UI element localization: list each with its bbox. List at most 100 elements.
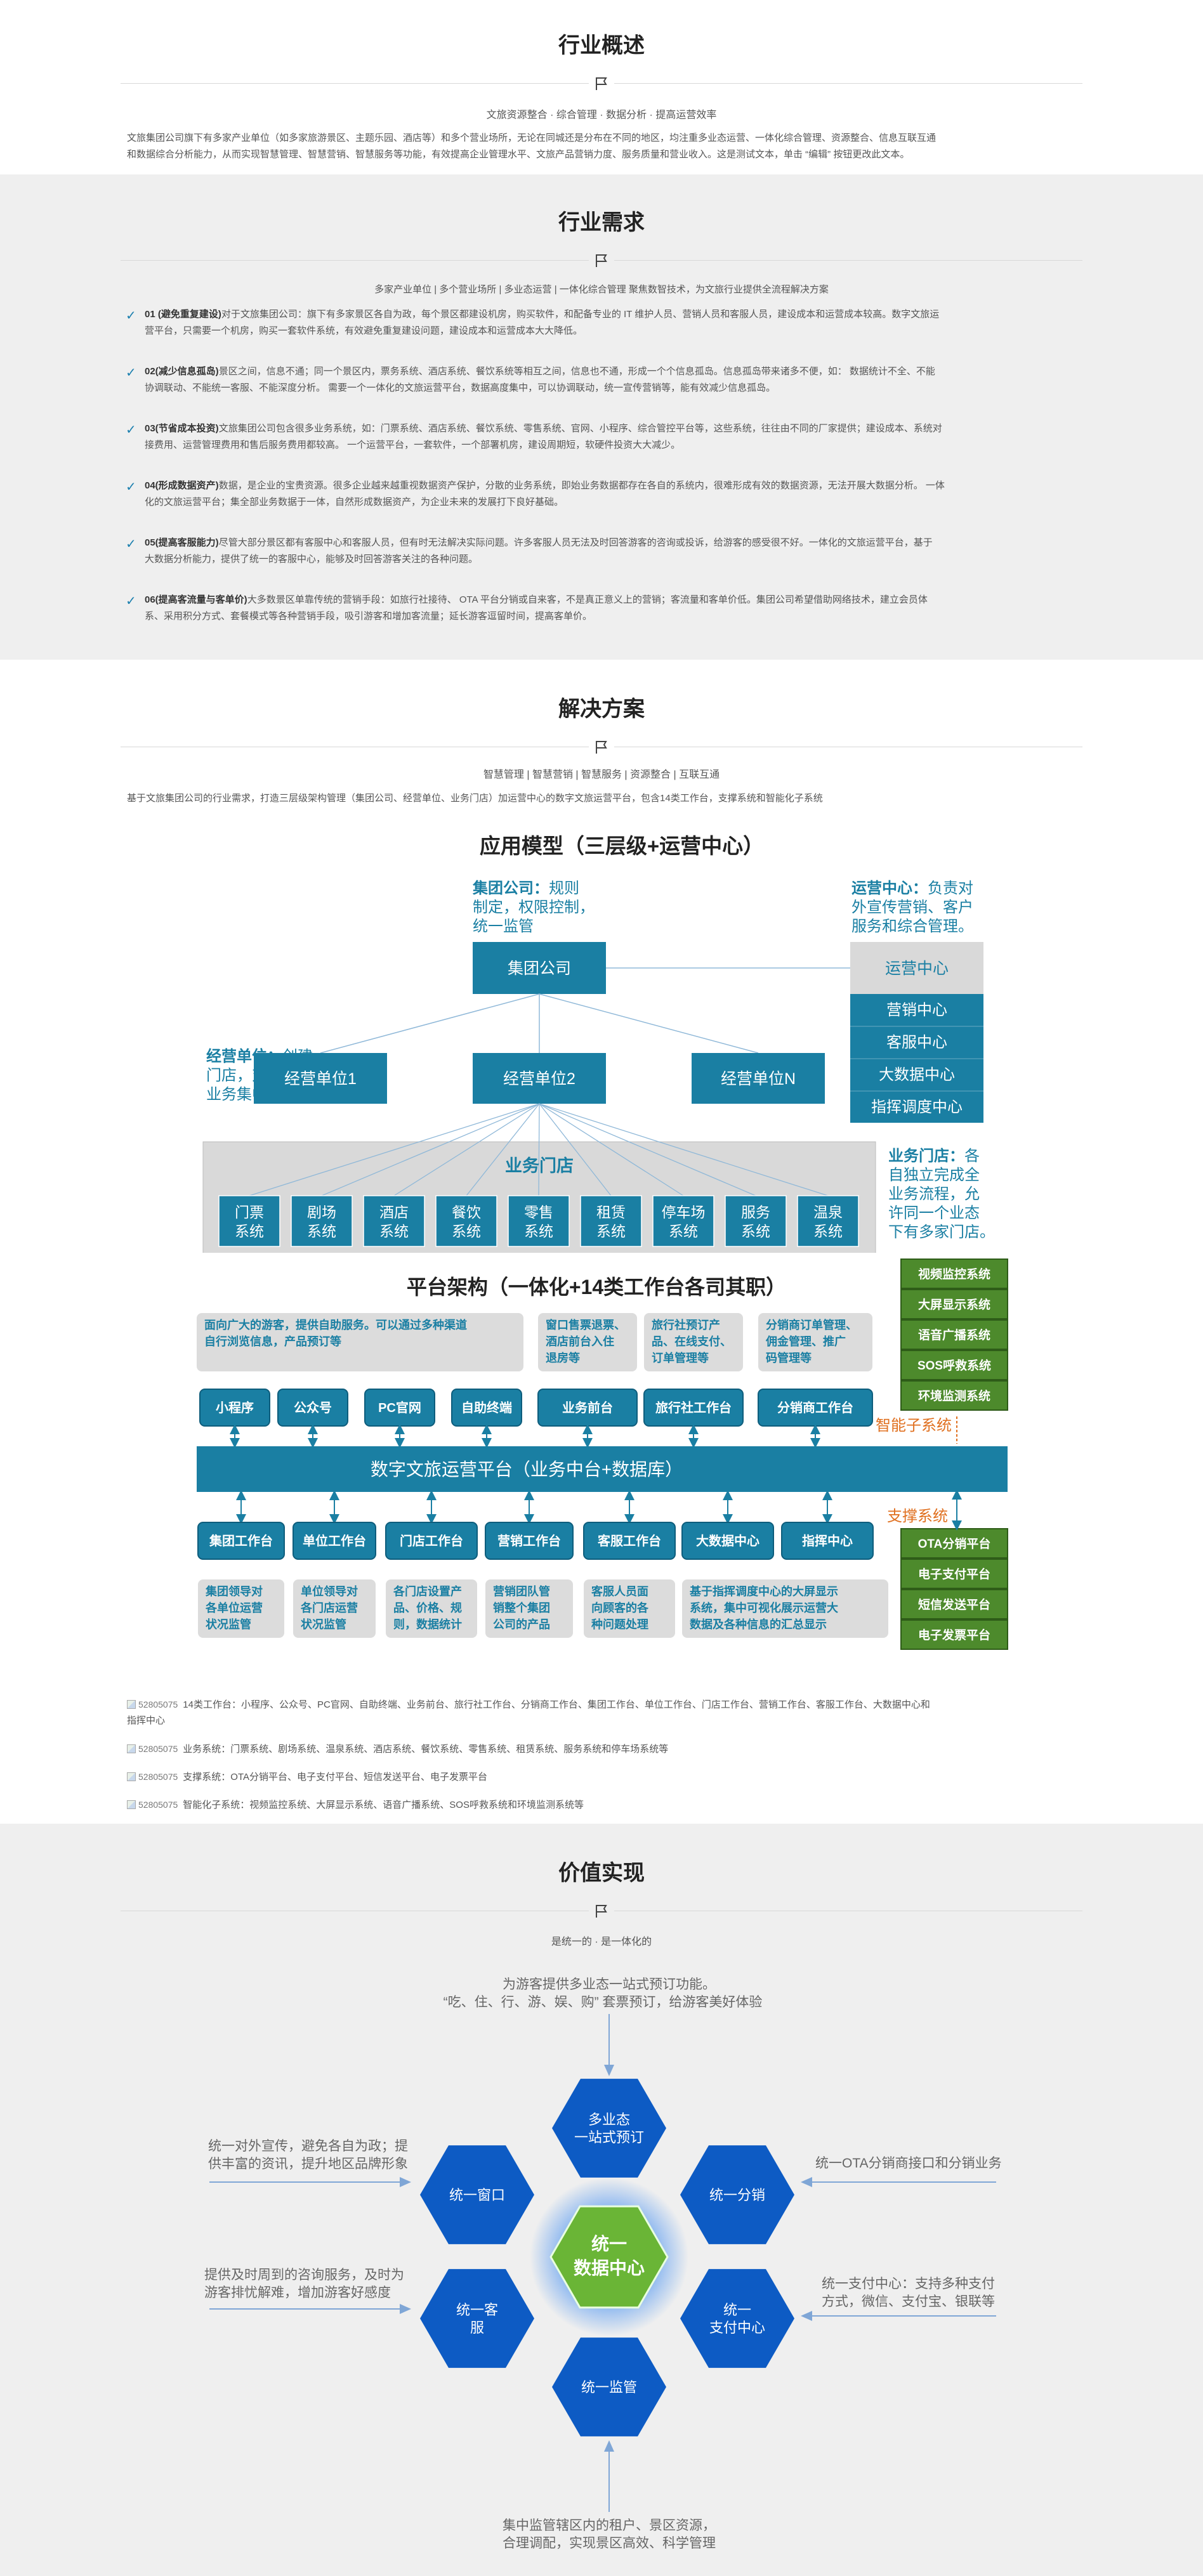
broken-image-icon: 52805075 — [127, 1699, 178, 1710]
group-note-line3: 统一监管 — [473, 918, 534, 935]
solution-title: 解决方案 — [558, 697, 645, 721]
workbench-note-box — [198, 1579, 284, 1638]
workbench-note-line: 单位领导对 — [301, 1585, 358, 1598]
needs-subtitle: 多家产业单位 | 多个营业场所 | 多业态运营 | 一体化综合管理 聚焦数智技术… — [374, 284, 829, 295]
unit-box — [692, 1053, 825, 1104]
channel-note-line: 订单管理等 — [652, 1351, 709, 1364]
workbench-note-line: 状况监管 — [301, 1618, 346, 1631]
store-box-label: 系统 — [307, 1223, 336, 1239]
need-item-line1: 数据，是企业的宝贵资源。很多企业越来越重视数据资产保护，分散的业务系统，即始业务… — [218, 480, 945, 491]
store-note: 业务门店：各 — [888, 1147, 980, 1165]
workbench-box — [293, 1522, 376, 1560]
need-item: 05(提高客服能力)尽管大部分景区都有客服中心和客服人员，但有时无法解决实际问题… — [145, 535, 1077, 568]
need-item-title: 05(提高客服能力) — [145, 537, 219, 548]
workbench-note-line: 种问题处理 — [591, 1618, 648, 1631]
unit-box-label: 经营单位2 — [503, 1070, 575, 1088]
smart-subsystem-label-item: 视频监控系统 — [918, 1267, 990, 1281]
smart-subsystem-label-item: SOS呼救系统 — [917, 1358, 991, 1373]
channel-note-box — [644, 1313, 743, 1371]
left-note-1b: 供丰富的资讯，提升地区品牌形象 — [208, 2157, 408, 2171]
workbench-notes: 集团领导对各单位运营状况监管单位领导对各门店运营状况监管各门店设置产品、价格、规… — [198, 1579, 888, 1638]
group-note-line2: 制定，权限控制， — [473, 899, 595, 916]
unit-store-line — [539, 1103, 612, 1196]
channel-note-line: 面向广大的游客，提供自助服务。可以通过多种渠道 — [204, 1318, 467, 1331]
flag-icon — [589, 248, 614, 273]
need-item-line1: 尽管大部分景区都有客服中心和客服人员，但有时无法解决实际问题。许多客服人员无法及… — [218, 537, 933, 548]
group-box-label: 集团公司 — [508, 960, 571, 977]
workbench-label: 指挥中心 — [802, 1533, 853, 1548]
hex-bottom-label: 统一监管 — [581, 2379, 637, 2395]
store-box — [435, 1195, 497, 1247]
group-box — [473, 942, 606, 994]
broken-image-icon: 52805075 — [127, 1772, 178, 1782]
store-box — [580, 1195, 642, 1247]
unit-lines — [320, 993, 759, 1054]
flag-icon — [589, 735, 614, 760]
application-model-diagram: 应用模型（三层级+运营中心） 集团公司：规则 制定，权限控制， 统一监管 运营中… — [202, 834, 995, 1253]
hex-right-bottom-label: 支付中心 — [709, 2320, 765, 2336]
check-icon: ✓ — [126, 366, 136, 380]
bottom-note-1: 集中监管辖区内的租户、景区资源， — [503, 2518, 716, 2533]
ops-note-rest1: 负责对 — [928, 880, 973, 897]
store-lines — [249, 1103, 829, 1196]
smart-subsystem-label-item: 环境监测系统 — [918, 1389, 990, 1403]
unit-store-line — [539, 1103, 756, 1196]
ops-item-label: 大数据中心 — [879, 1066, 955, 1083]
core-platform-label: 数字文旅运营平台（业务中台+数据库） — [371, 1460, 683, 1479]
flag-icon — [589, 1899, 614, 1924]
smart-subsystem-label-item: 大屏显示系统 — [918, 1297, 990, 1312]
left-note-2a: 提供及时周到的咨询服务，及时为 — [204, 2268, 404, 2282]
overview-paragraph-line1: 文旅集团公司旗下有多家产业单位（如多家旅游景区、主题乐园、酒店等）和多个营业场所… — [127, 133, 937, 143]
store-box-label: 系统 — [596, 1223, 626, 1239]
need-item: 06(提高客流量与客单价)大多数景区单靠传统的营销手段：如旅行社接待、 OTA … — [145, 592, 1077, 625]
note-line-2-text: 业务系统：门票系统、剧场系统、温泉系统、酒店系统、餐饮系统、零售系统、租赁系统、… — [183, 1744, 669, 1755]
store-box-label: 系统 — [741, 1223, 770, 1239]
check-icon: ✓ — [126, 309, 136, 323]
stores-title: 业务门店 — [505, 1156, 574, 1175]
note-line-3-text: 支撑系统：OTA分销平台、电子支付平台、短信发送平台、电子发票平台 — [183, 1772, 488, 1782]
overview-title: 行业概述 — [558, 34, 645, 58]
smart-subsystem-item — [900, 1380, 1008, 1411]
hex-top-label: 多业态 — [588, 2112, 630, 2128]
ops-item-label: 客服中心 — [886, 1034, 947, 1051]
need-item-line2: 系、采用积分方式、套餐模式等各种营销手段，吸引游客和增加客流量；延长游客逗留时间… — [145, 611, 593, 622]
store-note-line4: 许同一个业态 — [888, 1205, 980, 1222]
note-line-2: 52805075 业务系统：门票系统、剧场系统、温泉系统、酒店系统、餐饮系统、零… — [127, 1742, 668, 1755]
hex-right-bottom — [680, 2269, 794, 2368]
workbench-note-line: 基于指挥调度中心的大屏显示 — [689, 1585, 838, 1598]
unit-box-label: 经营单位N — [721, 1070, 796, 1088]
workbench-note-line: 各门店运营 — [300, 1601, 358, 1614]
hex-center-label: 数据中心 — [574, 2258, 645, 2278]
workbench-note-line: 向顾客的各 — [591, 1601, 649, 1614]
channel-note-line: 佣金管理、推广 — [765, 1335, 846, 1348]
overview-subtitle: 文旅资源整合 · 综合管理 · 数据分析 · 提高运营效率 — [486, 110, 717, 121]
platform-title: 平台架构（一体化+14类工作台各司其职） — [407, 1276, 786, 1298]
support-system-label-item: 电子发票平台 — [918, 1628, 990, 1642]
store-box-label: 餐饮 — [452, 1204, 481, 1220]
group-note: 集团公司：规则 — [472, 879, 579, 897]
hex-left-bottom-label: 统一客 — [456, 2302, 498, 2318]
check-icon: ✓ — [126, 537, 136, 551]
workbench-note-box — [293, 1579, 376, 1638]
support-system-item — [900, 1559, 1008, 1589]
smart-subsystem-label-item: 语音广播系统 — [918, 1328, 990, 1342]
need-item-line2: 营平台，只需要一个机房，购买一套软件系统，有效避免重复建设问题，建设成本和运营成… — [145, 325, 583, 336]
store-box-label: 停车场 — [662, 1204, 706, 1220]
workbench-label: 门店工作台 — [400, 1533, 463, 1548]
workbench-label: 营销工作台 — [497, 1533, 561, 1548]
need-item-line1: 大多数景区单靠传统的营销手段：如旅行社接待、 OTA 平台分销或自来客，不是真正… — [247, 594, 928, 605]
store-box — [508, 1195, 570, 1247]
channel-note-line: 品、在线支付、 — [652, 1335, 732, 1348]
unit-box — [473, 1053, 606, 1104]
workbench-box — [781, 1522, 874, 1560]
hex-left-top-label: 统一窗口 — [449, 2187, 505, 2203]
hex-left-top — [420, 2145, 534, 2244]
hex-right-bottom-label: 统一 — [723, 2302, 751, 2318]
store-box-label: 服务 — [741, 1204, 770, 1220]
channel-label: PC官网 — [378, 1400, 421, 1415]
store-box-label: 门票 — [235, 1204, 264, 1220]
need-item-line2: 化的文旅运营平台；集全部业务数据于一体，自然形成数据资产，为企业未来的发展打下良… — [145, 497, 564, 507]
